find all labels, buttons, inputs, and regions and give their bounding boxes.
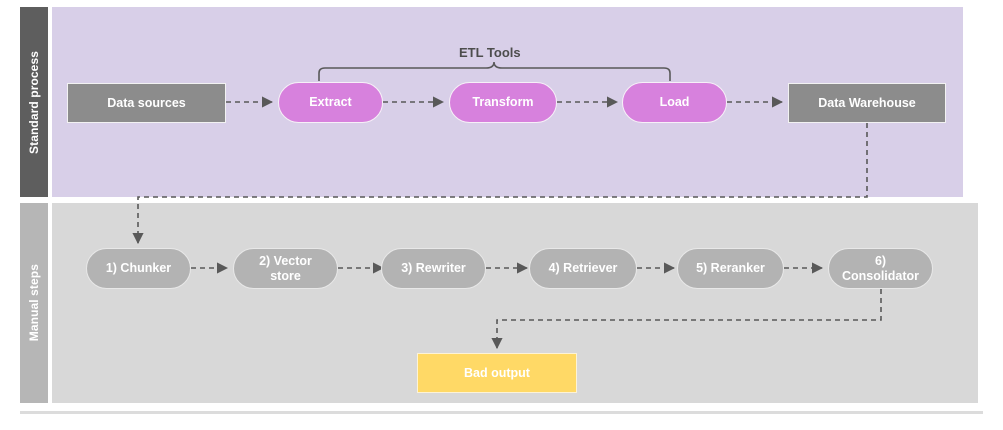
node-consolidator[interactable]: 6) Consolidator [828,248,933,289]
lane-label-standard-process: Standard process [20,7,48,197]
node-vector-store[interactable]: 2) Vector store [233,248,338,289]
node-transform[interactable]: Transform [449,82,557,123]
node-chunker[interactable]: 1) Chunker [86,248,191,289]
lane-label-manual-steps: Manual steps [20,203,48,403]
bottom-divider-rule [20,411,983,414]
node-data-sources[interactable]: Data sources [67,83,226,123]
node-data-warehouse[interactable]: Data Warehouse [788,83,946,123]
node-rewriter[interactable]: 3) Rewriter [381,248,486,289]
node-load[interactable]: Load [622,82,727,123]
node-retriever[interactable]: 4) Retriever [529,248,637,289]
node-extract[interactable]: Extract [278,82,383,123]
lane-label-manual-steps-text: Manual steps [27,264,41,342]
lane-label-standard-process-text: Standard process [27,50,41,154]
node-bad-output[interactable]: Bad output [417,353,577,393]
node-reranker[interactable]: 5) Reranker [677,248,784,289]
etl-tools-label: ETL Tools [459,45,521,60]
